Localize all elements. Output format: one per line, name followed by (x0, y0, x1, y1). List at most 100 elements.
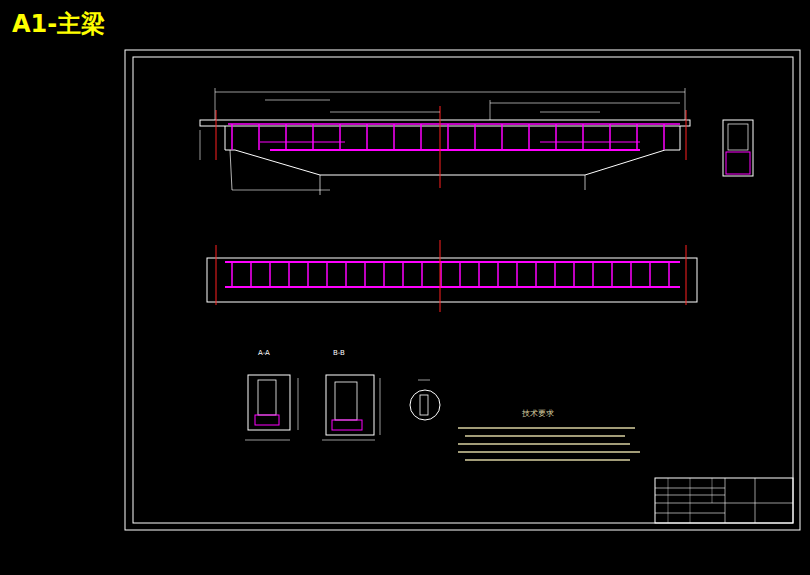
drawing-rect (726, 152, 750, 174)
drawing-line (686, 110, 687, 160)
drawing-line (285, 124, 287, 150)
drawing-line (420, 124, 422, 150)
drawing-rect (332, 420, 362, 430)
drawing-line (265, 100, 330, 101)
drawing-rect (258, 380, 276, 415)
drawing-line (215, 88, 216, 120)
drawing-line (478, 262, 480, 287)
drawing-rect (248, 375, 290, 430)
drawing-line (535, 262, 537, 287)
drawing-rect (207, 258, 697, 302)
drawing-line (232, 190, 330, 191)
drawing-rect (326, 375, 374, 435)
drawing-line (663, 124, 665, 150)
drawing-line (312, 124, 314, 150)
drawing-line (655, 503, 793, 504)
drawing-line (298, 378, 299, 430)
drawing-rect (723, 120, 753, 176)
drawing-line (447, 124, 449, 150)
drawing-line (402, 262, 404, 287)
drawing-line (458, 451, 640, 453)
drawing-line (339, 124, 341, 150)
drawing-line (393, 124, 395, 150)
drawing-line (501, 124, 503, 150)
drawing-line (490, 103, 680, 104)
drawing-line (269, 262, 271, 287)
drawing-line (231, 262, 233, 287)
drawing-line (516, 262, 518, 287)
drawing-line (465, 459, 630, 461)
drawing-line (668, 478, 669, 523)
drawing-rect (133, 57, 793, 523)
drawing-line (216, 245, 217, 305)
drawing-line (540, 142, 640, 143)
drawing-line (649, 262, 651, 287)
drawing-line (364, 262, 366, 287)
drawing-line (555, 124, 557, 150)
drawing-line (200, 130, 201, 160)
drawing-line (609, 124, 611, 150)
drawing-line (528, 124, 530, 150)
drawing-path (230, 150, 585, 195)
drawing-line (490, 100, 491, 120)
drawing-rect (728, 124, 748, 150)
drawing-rect (255, 415, 279, 425)
drawing-line (540, 112, 600, 113)
drawing-line (465, 435, 625, 437)
drawing-line (440, 106, 441, 188)
sheet-title: A1-主梁 (12, 8, 105, 40)
drawing-line (668, 262, 670, 287)
drawing-line (611, 262, 613, 287)
drawing-line (288, 262, 290, 287)
drawing-line (260, 142, 345, 143)
drawing-line (685, 88, 686, 120)
detail-circle (410, 390, 440, 420)
drawing-line (630, 262, 632, 287)
drawing-line (258, 124, 260, 150)
drawing-line (380, 378, 381, 435)
drawing-line (554, 262, 556, 287)
drawing-line (215, 92, 685, 93)
drawing-line (458, 443, 630, 445)
drawing-line (474, 124, 476, 150)
drawing-line (686, 245, 687, 305)
drawing-line (250, 262, 252, 287)
drawing-line (326, 262, 328, 287)
drawing-line (712, 478, 713, 503)
drawing-line (366, 124, 368, 150)
drawing-rect (200, 120, 690, 126)
drawing-line (421, 262, 423, 287)
drawing-line (216, 110, 217, 160)
drawing-line (307, 262, 309, 287)
drawing-rect (335, 382, 357, 420)
drawing-line (345, 262, 347, 287)
drawing-line (636, 124, 638, 150)
drawing-line (231, 124, 233, 150)
drawing-rect (125, 50, 800, 530)
drawing-line (573, 262, 575, 287)
drawing-line (418, 380, 430, 381)
drawing-label: 技术要求 (522, 408, 554, 419)
drawing-rect (655, 478, 793, 523)
drawing-line (330, 112, 440, 113)
drawing-line (497, 262, 499, 287)
drawing-line (592, 262, 594, 287)
drawing-line (725, 478, 726, 523)
drawing-path (225, 126, 680, 175)
drawing-line (322, 440, 375, 441)
drawing-line (458, 427, 635, 429)
drawing-label: B-B (333, 349, 345, 357)
drawing-label: A-A (258, 349, 270, 357)
drawing-rect (420, 395, 428, 415)
drawing-line (270, 149, 640, 151)
drawing-line (755, 478, 756, 523)
drawing-line (690, 478, 691, 523)
drawing-line (582, 124, 584, 150)
drawing-line (440, 240, 441, 312)
drawing-line (228, 123, 680, 125)
drawing-line (245, 440, 290, 441)
drawing-line (459, 262, 461, 287)
drawing-line (383, 262, 385, 287)
